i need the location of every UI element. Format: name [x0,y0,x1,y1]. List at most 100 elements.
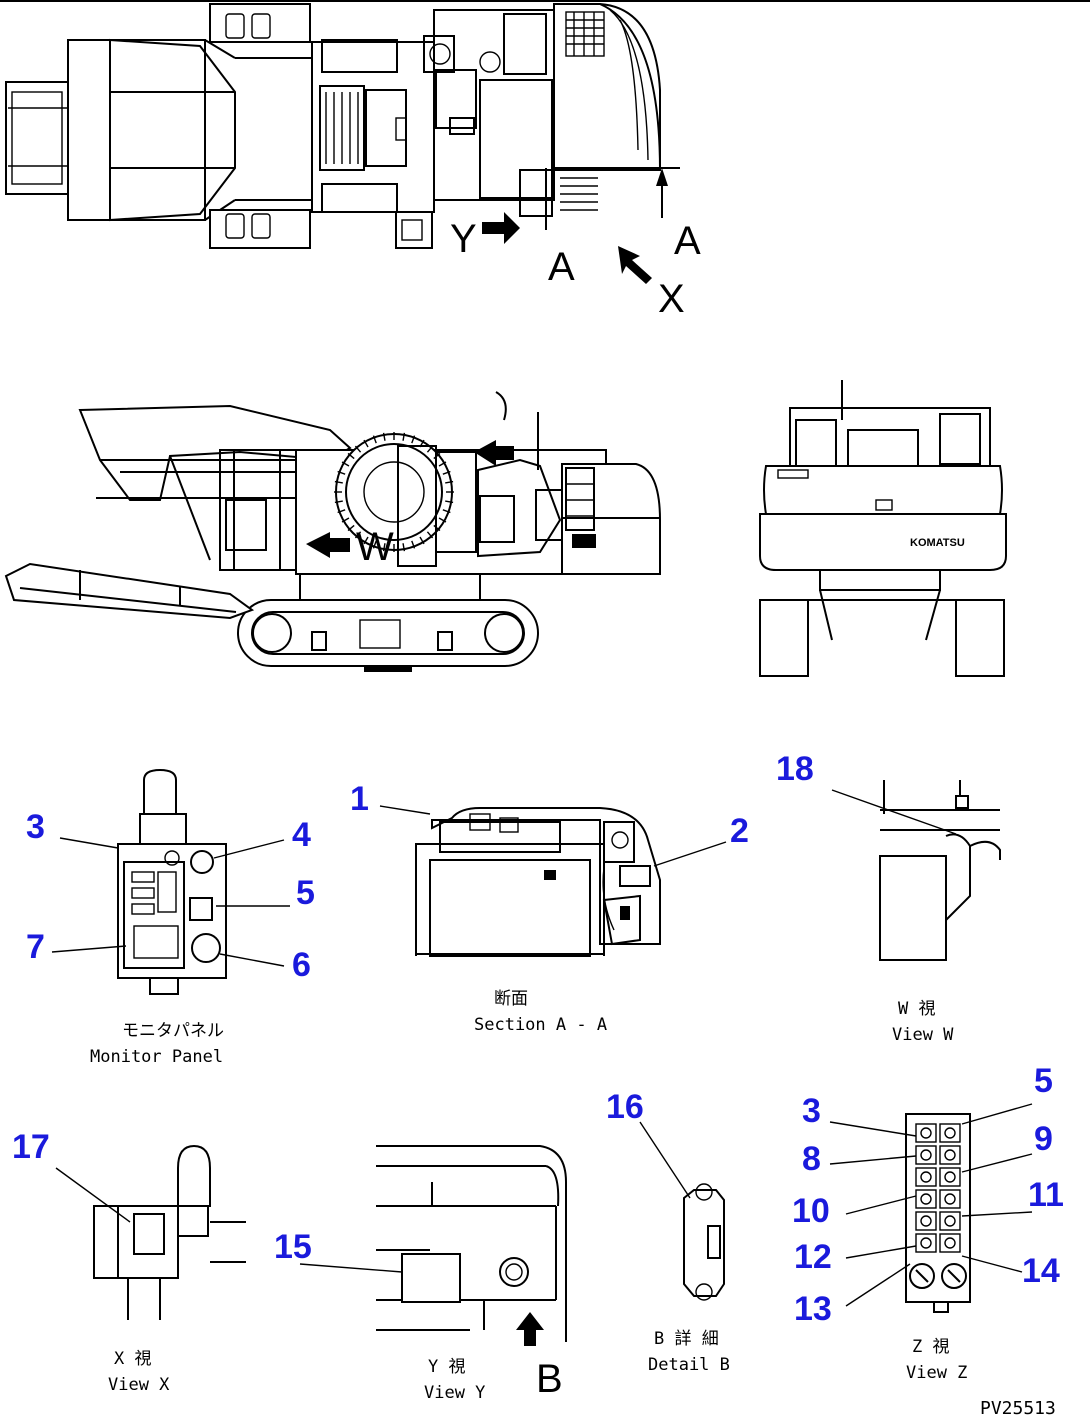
panel-switch-frame [915,1123,937,1143]
drive-tooth [363,536,369,545]
panel-switch [944,1237,956,1249]
drive-tooth [402,543,406,552]
callout-5: 5 [296,874,315,912]
drive-tooth [426,531,434,539]
view-y-marker: Y [450,217,477,261]
monitor-panel-view: 3 4 5 7 6 モニタパネル Monitor Panel [26,768,315,1067]
panel-switch [920,1149,932,1161]
section-a-marker-left: A [548,245,575,289]
section-a-marker-right: A [674,219,701,263]
view-w-marker: W [356,525,394,569]
callout-7: 7 [26,928,45,966]
callout-11: 11 [1028,1176,1064,1214]
drive-tooth [419,536,425,545]
panel-switch-frame [915,1145,937,1165]
view-z-buttons [909,1123,967,1289]
drive-tooth [363,439,369,448]
brand-label: KOMATSU [910,537,965,549]
callout-3-z: 3 [802,1092,821,1130]
drive-tooth [354,445,362,453]
callout-17: 17 [12,1128,50,1166]
panel-switch-frame [915,1233,937,1253]
panel-switch-frame [939,1189,961,1209]
callout-10: 10 [792,1192,830,1230]
drive-tooth [337,509,346,514]
panel-switch [944,1171,956,1183]
rotary-switch [941,1263,967,1289]
caption-detail-b-en: Detail B [648,1355,730,1375]
rotary-switch-indicator [915,1269,929,1283]
caption-view-w-jp: W 視 [898,999,935,1019]
drive-tooth [442,509,451,514]
view-y: 15 B Y 視 View Y [274,1145,567,1403]
drive-tooth [442,470,451,475]
caption-monitor-panel-jp: モニタパネル [122,1021,224,1041]
panel-switch-frame [915,1189,937,1209]
panel-switch [920,1193,932,1205]
view-z: 5 3 9 8 11 10 12 14 13 Z 視 View Z [792,1062,1064,1383]
caption-view-w-en: View W [892,1025,954,1045]
caption-view-z-jp: Z 視 [912,1337,949,1357]
panel-switch [920,1215,932,1227]
panel-switch [944,1193,956,1205]
machine-side-view: W [4,391,661,672]
callout-13: 13 [794,1290,832,1328]
drawing-code: PV25513 [980,1398,1056,1419]
caption-view-z-en: View Z [906,1363,967,1383]
panel-switch [944,1215,956,1227]
drive-tooth [334,500,343,504]
callout-14: 14 [1022,1252,1060,1290]
callout-8: 8 [802,1140,821,1178]
drive-tooth [341,461,350,467]
panel-switch-frame [915,1211,937,1231]
panel-switch-frame [939,1233,961,1253]
caption-view-y-en: View Y [424,1383,485,1403]
drive-tooth [372,435,377,444]
view-x: 17 X 視 View X [12,1128,246,1395]
caption-section-en: Section A - A [474,1015,607,1035]
drive-tooth [382,432,386,441]
drive-tooth [438,461,447,467]
panel-switch [944,1149,956,1161]
caption-view-y-jp: Y 視 [428,1357,465,1377]
panel-switch [920,1237,932,1249]
caption-section-jp: 断面 [494,989,528,1009]
callout-12: 12 [794,1238,832,1276]
view-x-marker: X [658,277,685,321]
drive-tooth [426,445,434,453]
panel-switch-frame [915,1167,937,1187]
callout-9: 9 [1034,1120,1053,1158]
callout-16: 16 [606,1088,644,1126]
drive-tooth [372,540,377,549]
callout-3: 3 [26,808,45,846]
drive-tooth [411,540,416,549]
drive-tooth [402,432,406,441]
panel-switch-frame [939,1145,961,1165]
callout-2: 2 [730,812,749,850]
drive-tooth [347,452,355,460]
panel-switch [944,1127,956,1139]
drive-tooth [445,500,454,504]
callout-15: 15 [274,1228,312,1266]
callout-6: 6 [292,946,311,984]
detail-b-marker: B [536,1357,563,1401]
drive-tooth [341,517,350,523]
caption-monitor-panel-en: Monitor Panel [90,1047,223,1067]
panel-switch [920,1171,932,1183]
drive-tooth [334,480,343,484]
callout-18: 18 [776,750,814,788]
drive-tooth [382,543,386,552]
callout-4: 4 [292,816,311,854]
panel-switch-frame [939,1167,961,1187]
view-w: 18 W 視 View W [776,750,1001,1045]
panel-switch [920,1127,932,1139]
rotary-switch-indicator [947,1269,961,1283]
callout-1: 1 [350,780,369,818]
detail-b: 16 B 詳 細 Detail B [606,1088,730,1375]
callout-5-z: 5 [1034,1062,1053,1100]
caption-view-x-jp: X 視 [114,1349,151,1369]
drive-tooth [411,435,416,444]
drive-tooth [354,531,362,539]
